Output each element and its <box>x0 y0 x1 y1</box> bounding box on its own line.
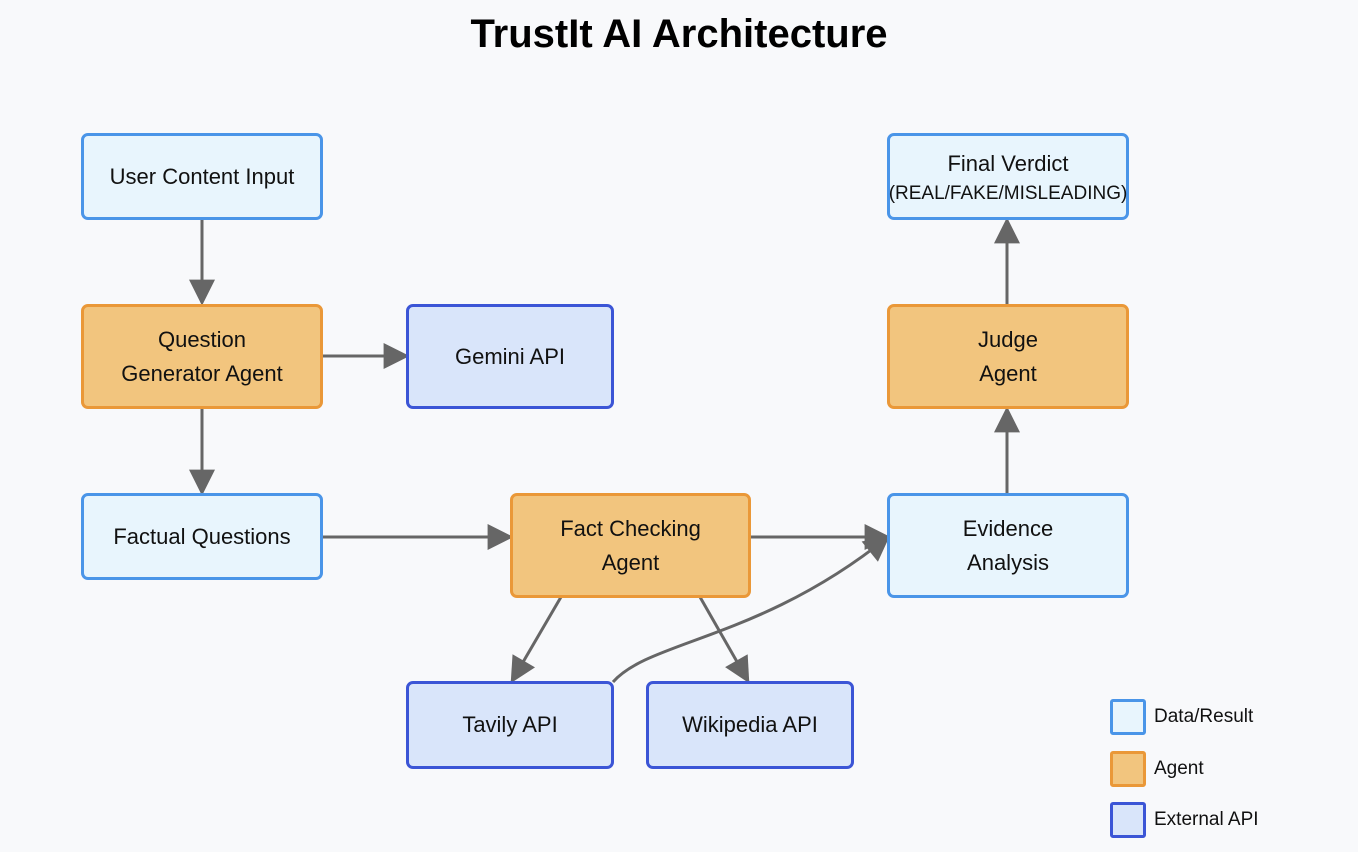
node-label-line2: Agent <box>979 360 1037 386</box>
node-label: Fact Checking <box>560 515 701 541</box>
edge-fact-checking-to-tavily <box>510 596 563 684</box>
node-gemini-api: Gemini API <box>406 304 614 409</box>
legend-swatch-data <box>1110 699 1146 735</box>
node-judge-agent: Judge Agent <box>887 304 1129 409</box>
legend-label-data: Data/Result <box>1154 706 1254 727</box>
legend-label-agent: Agent <box>1154 758 1204 779</box>
node-label: Final Verdict <box>947 150 1069 176</box>
node-label: Gemini API <box>454 343 566 369</box>
node-label: Tavily API <box>462 712 558 737</box>
node-label: Factual Questions <box>113 523 291 549</box>
node-label: Wikipedia API <box>682 712 818 737</box>
legend-swatch-api <box>1110 802 1146 838</box>
edge-tavily-to-evidence <box>611 535 891 683</box>
legend-item-agent: Agent <box>1110 751 1204 787</box>
node-wikipedia-api: Wikipedia API <box>646 681 854 769</box>
node-label-line2: Analysis <box>967 549 1049 575</box>
diagram-title: TrustIt AI Architecture <box>470 12 888 56</box>
legend-item-api: External API <box>1110 802 1259 838</box>
node-factual-questions: Factual Questions <box>81 493 323 580</box>
node-evidence-analysis: Evidence Analysis <box>887 493 1129 598</box>
legend-item-data: Data/Result <box>1110 699 1253 735</box>
node-label: Judge <box>978 326 1038 352</box>
node-user-content-input: User Content Input <box>81 133 323 220</box>
edge-fact-checking-to-wikipedia <box>698 596 750 684</box>
node-label-line2: Agent <box>601 549 660 575</box>
node-label: Evidence <box>962 515 1054 541</box>
node-label-line2: Generator Agent <box>121 360 283 386</box>
legend-label-api: External API <box>1154 809 1259 830</box>
node-question-generator-agent: Question Generator Agent <box>81 304 323 409</box>
node-tavily-api: Tavily API <box>406 681 614 769</box>
node-fact-checking-agent: Fact Checking Agent <box>510 493 751 598</box>
node-label: User Content Input <box>109 163 295 189</box>
node-sublabel: (REAL/FAKE/MISLEADING) <box>888 182 1128 204</box>
legend-swatch-agent <box>1110 751 1146 787</box>
node-label: Question <box>157 326 247 352</box>
node-final-verdict: Final Verdict (REAL/FAKE/MISLEADING) <box>887 133 1129 220</box>
